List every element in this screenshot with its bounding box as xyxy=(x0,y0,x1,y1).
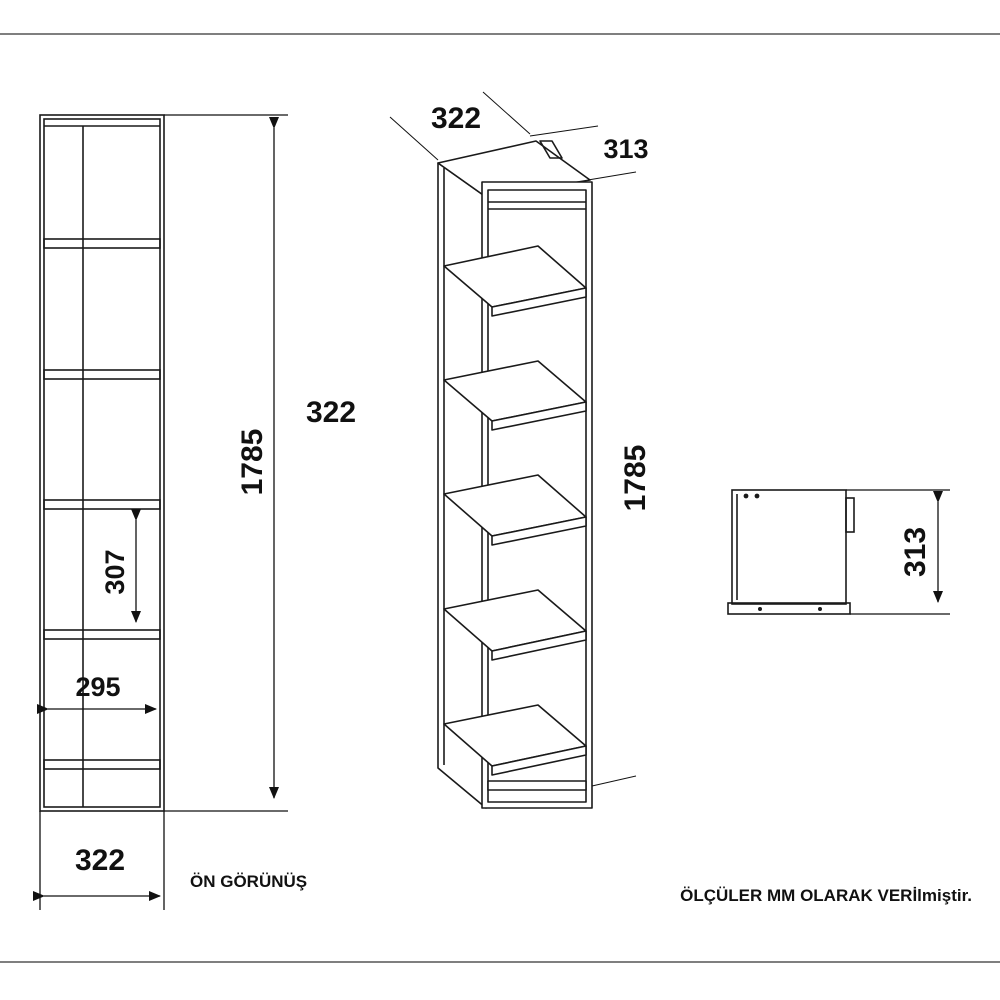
middle-dimension-label: 322 xyxy=(306,396,356,429)
front-view xyxy=(39,114,165,812)
units-note: ÖLÇÜLER MM OLARAK VERİlmiştir. xyxy=(680,886,972,905)
isometric-base-leader xyxy=(591,775,637,787)
front-height-dimension xyxy=(164,114,288,812)
front-view-caption: ÖN GÖRÜNÜŞ xyxy=(190,872,307,891)
isometric-depth-label: 313 xyxy=(603,134,648,164)
isometric-depth-dimension xyxy=(529,125,637,181)
front-shelf-gap-label: 307 xyxy=(100,549,130,594)
isometric-view xyxy=(437,140,593,809)
isometric-width-label: 322 xyxy=(431,102,481,135)
front-height-label: 1785 xyxy=(236,429,269,496)
side-depth-dimension xyxy=(846,489,950,615)
side-view xyxy=(727,489,855,615)
front-inner-width-label: 295 xyxy=(75,672,120,702)
front-width-dimension xyxy=(33,811,165,910)
isometric-width-dimension xyxy=(389,91,531,161)
front-width-label: 322 xyxy=(75,844,125,877)
side-view-screws xyxy=(743,493,822,611)
side-depth-label: 313 xyxy=(899,527,932,577)
isometric-height-label: 1785 xyxy=(619,445,652,512)
